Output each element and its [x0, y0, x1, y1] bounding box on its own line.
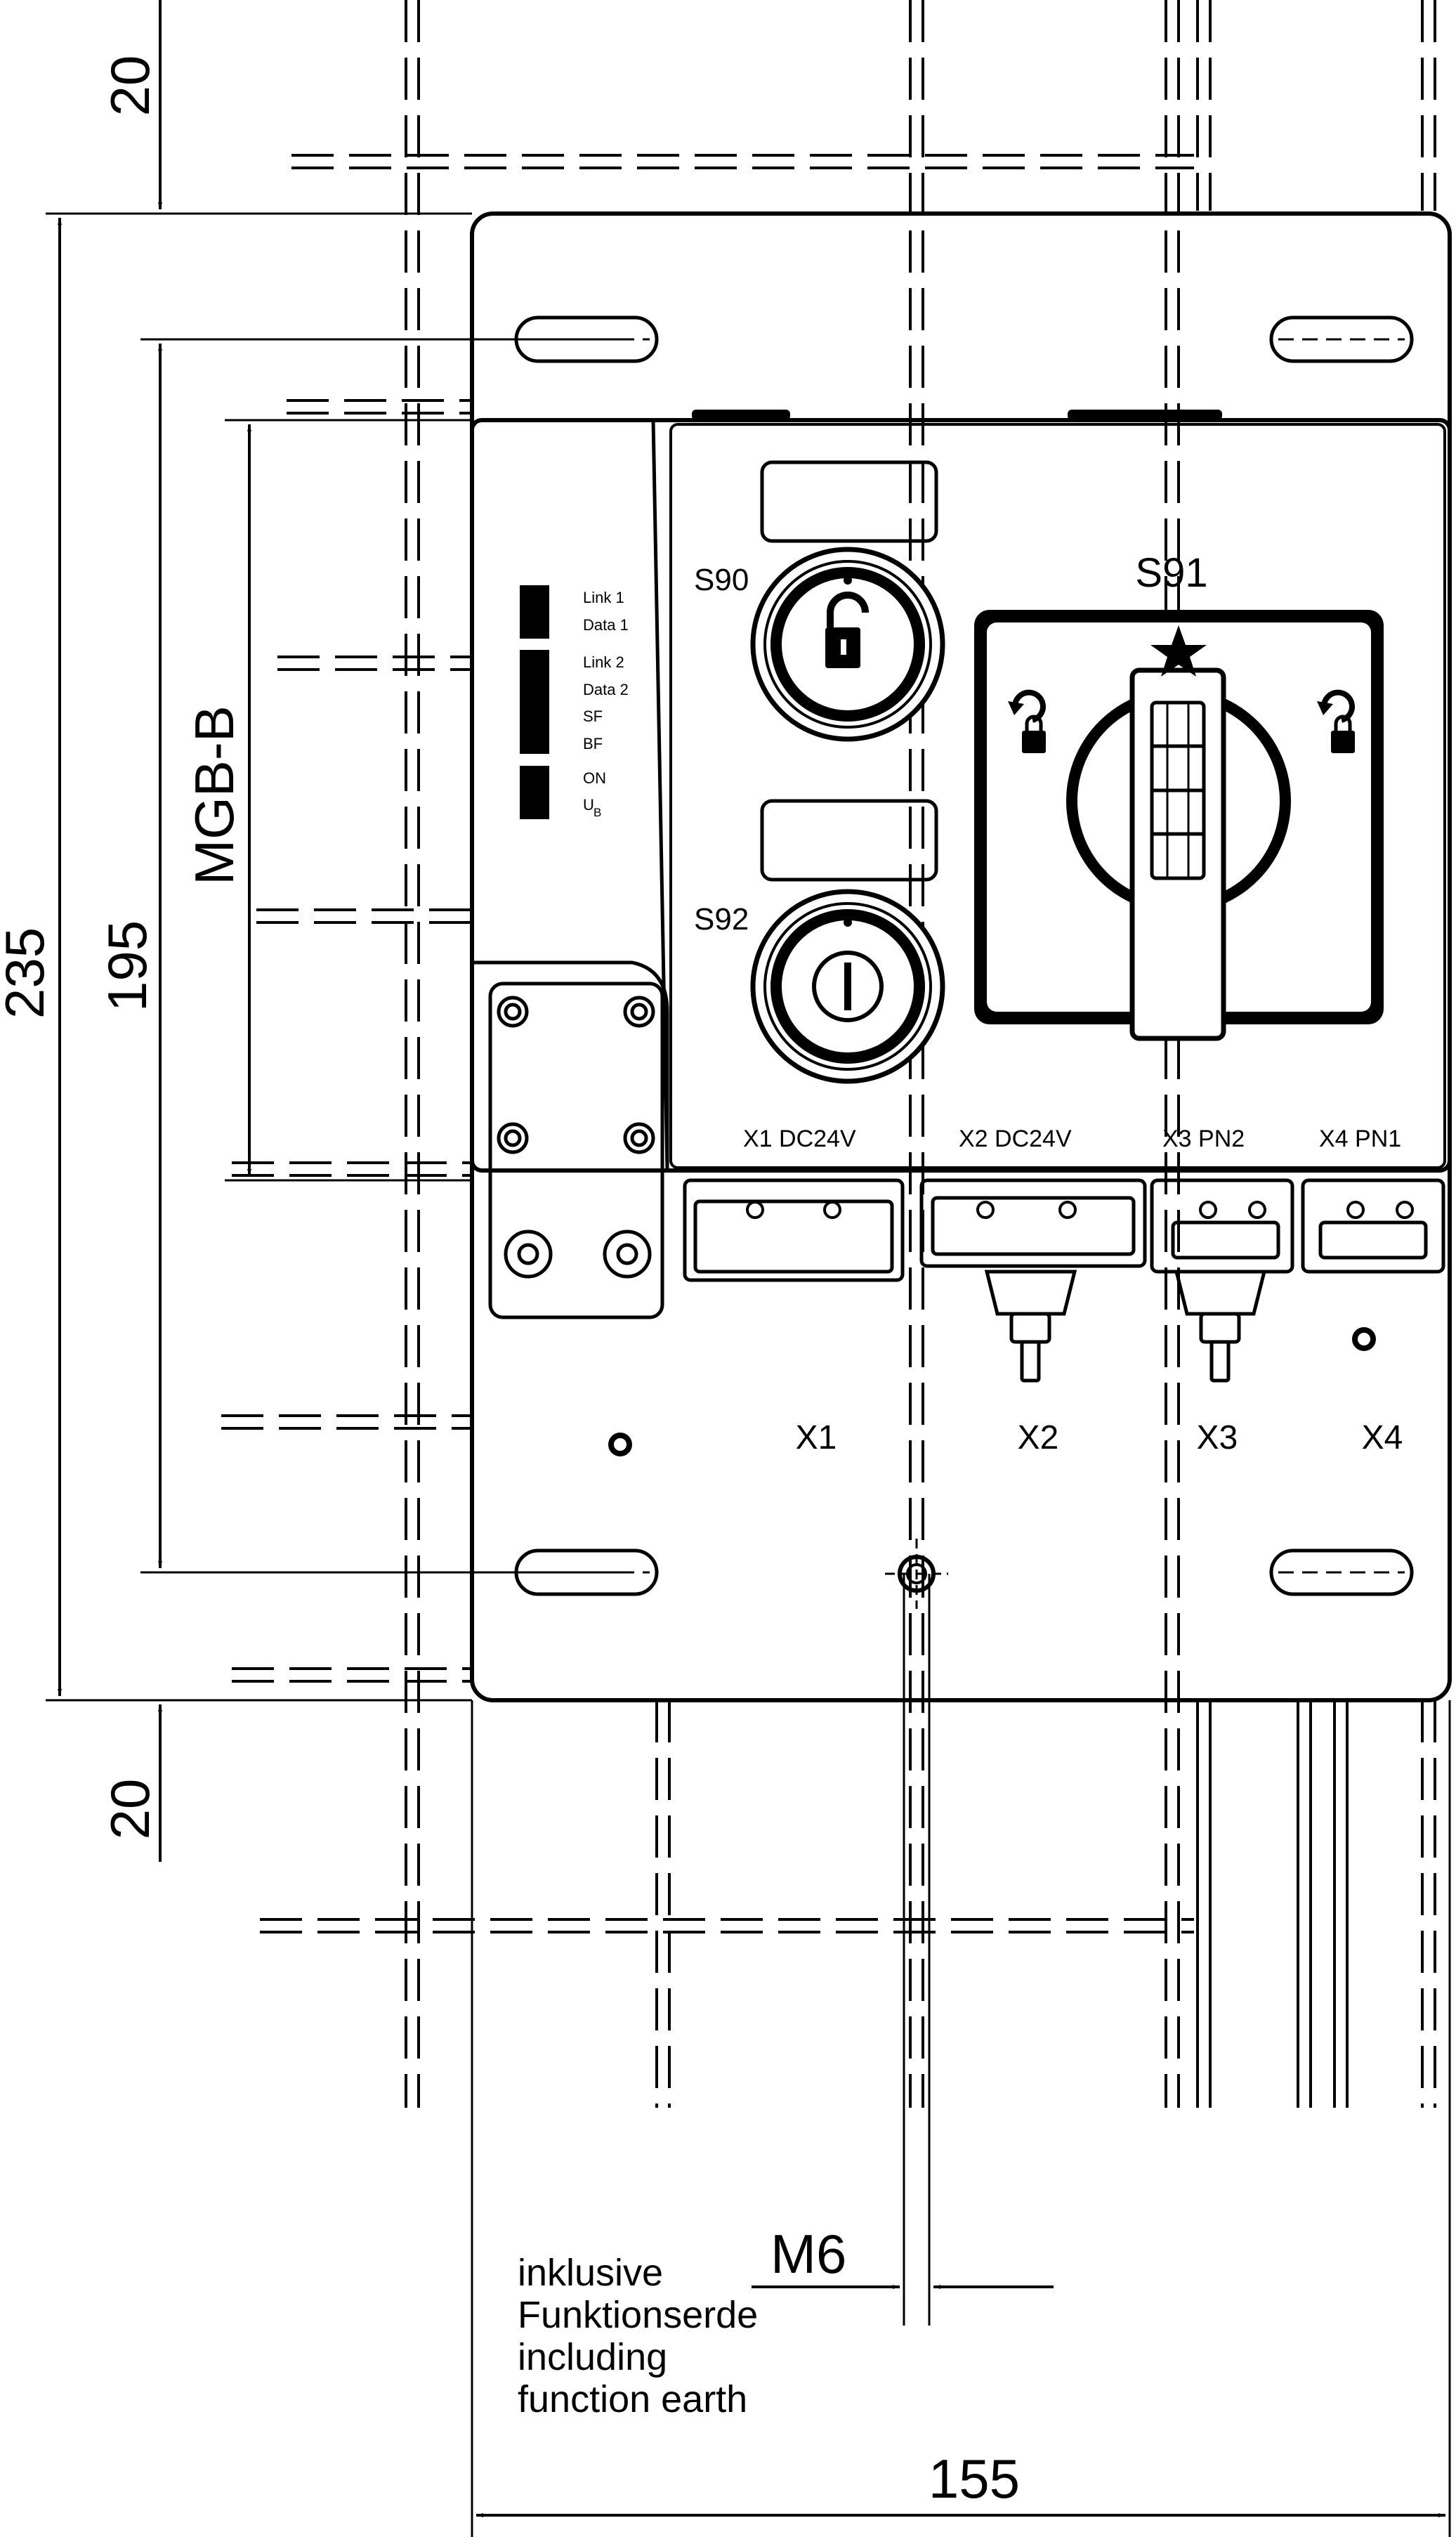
top-cap-2 — [1068, 410, 1222, 420]
connector-blocks — [683, 1178, 1445, 1282]
x2-connector-label: X2 DC24V — [959, 1126, 1072, 1152]
device-type-label: MGB-B — [183, 705, 245, 885]
label-plate-s90 — [760, 460, 938, 543]
led-labels: Link 1 Data 1 Link 2 Data 2 SF BF ON U B — [583, 589, 629, 819]
mounting-bracket — [488, 981, 664, 1319]
dim-total-height: 235 — [0, 927, 55, 1019]
star-icon — [1150, 625, 1207, 677]
earth-note-line1: inklusive — [518, 2252, 663, 2294]
x3-connector-label: X3 PN2 — [1162, 1126, 1245, 1152]
s90-label: S90 — [694, 563, 749, 597]
led-data2-label: Data 2 — [583, 681, 629, 698]
dim-width: 155 — [929, 2448, 1020, 2510]
led-link1-label: Link 1 — [583, 589, 624, 606]
rotate-lock-icon — [1008, 689, 1046, 753]
x4-label: X4 — [1362, 1419, 1403, 1456]
s92-button — [750, 889, 945, 1084]
x4-connector-label: X4 PN1 — [1319, 1126, 1401, 1152]
extension-lines — [46, 212, 1451, 2537]
earth-stud — [885, 1539, 948, 2326]
s91-rotary-switch — [974, 610, 1384, 1041]
grid-lines — [221, 0, 1436, 2108]
s92-label: S92 — [694, 902, 749, 937]
dim-top-margin: 20 — [99, 56, 161, 117]
x2-label: X2 — [1018, 1419, 1059, 1456]
rotate-lock-icon-right — [1317, 689, 1355, 753]
earth-note-line4: function earth — [518, 2378, 747, 2420]
dimension-lines — [58, 0, 1445, 2517]
device-body — [470, 418, 1452, 1173]
led-on-label: ON — [583, 769, 606, 787]
front-cover — [669, 423, 1446, 1169]
dim-bottom-margin: 20 — [99, 1779, 161, 1840]
connector-pins — [746, 1201, 1414, 1219]
dim-hole-spacing: 195 — [96, 920, 158, 1012]
led-ub-subscript: B — [593, 806, 601, 819]
led-link2-label: Link 2 — [583, 653, 624, 671]
s91-label: S91 — [1135, 550, 1207, 596]
x1-connector-label: X1 DC24V — [743, 1126, 856, 1152]
power-icon — [812, 951, 884, 1022]
x3-label: X3 — [1197, 1419, 1238, 1456]
led-panel-outline — [472, 960, 669, 1170]
earth-note-line3: including — [518, 2336, 667, 2378]
label-plate-s92 — [760, 799, 938, 882]
top-cap-1 — [692, 410, 790, 420]
plug-x2 — [984, 1270, 1077, 1383]
led-data1-label: Data 1 — [583, 616, 629, 634]
plug-x3 — [1174, 1270, 1267, 1383]
led-ub-label: U — [583, 796, 594, 814]
led-bf-label: BF — [583, 735, 603, 752]
led-blocks — [520, 585, 549, 819]
earth-note-line2: Funktionserde — [518, 2294, 758, 2336]
plate-hole — [1352, 1327, 1376, 1351]
led-sf-label: SF — [583, 707, 603, 725]
x1-label: X1 — [796, 1419, 837, 1456]
s90-button — [750, 547, 945, 742]
plate-hole — [608, 1433, 632, 1456]
unlock-icon — [825, 592, 869, 668]
rail-lines — [1196, 1700, 1349, 2108]
thread-label: M6 — [770, 2223, 846, 2285]
